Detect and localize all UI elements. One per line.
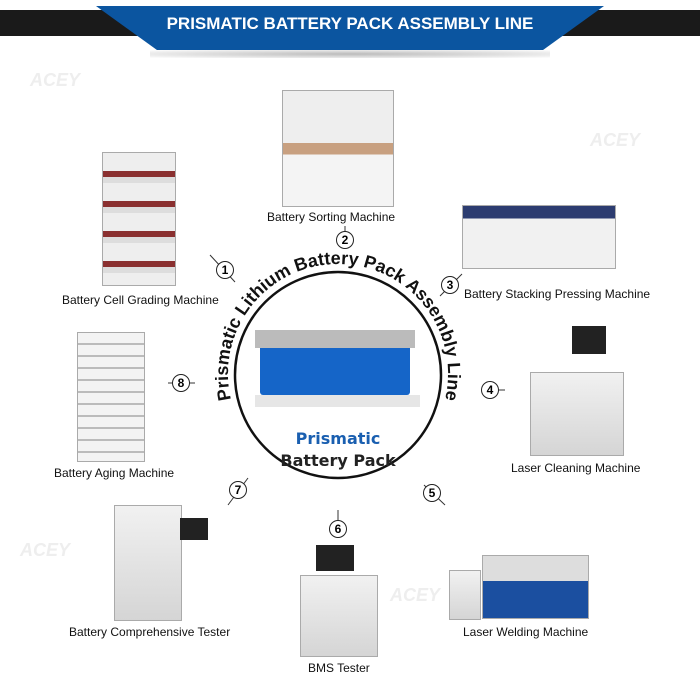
step-number-5: 5 bbox=[423, 484, 441, 502]
step-label-8: Battery Aging Machine bbox=[54, 466, 175, 480]
laser-welding-machine-image bbox=[482, 555, 589, 619]
step-label-6: BMS Tester bbox=[308, 661, 370, 675]
battery-pack-image bbox=[260, 340, 410, 395]
header-banner bbox=[96, 6, 604, 50]
step-number-4: 4 bbox=[481, 381, 499, 399]
comprehensive-tester-image bbox=[114, 505, 182, 621]
step-label-3: Battery Stacking Pressing Machine bbox=[464, 287, 651, 301]
stacking-pressing-machine-image bbox=[462, 205, 616, 269]
step-number-8: 8 bbox=[172, 374, 190, 392]
step-number-7: 7 bbox=[229, 481, 247, 499]
chiller-image bbox=[449, 570, 481, 620]
step-label-1: Battery Cell Grading Machine bbox=[62, 293, 219, 307]
watermark: ACEY bbox=[30, 70, 81, 90]
step-label-5: Laser Welding Machine bbox=[463, 625, 589, 639]
watermark: ACEY bbox=[590, 130, 641, 150]
page-title: PRISMATIC BATTERY PACK ASSEMBLY LINE bbox=[166, 14, 534, 33]
step-label-2: Battery Sorting Machine bbox=[267, 210, 396, 224]
step-label-7: Battery Comprehensive Tester bbox=[69, 625, 231, 639]
aging-machine-image bbox=[77, 332, 145, 462]
sorting-machine-image bbox=[282, 90, 394, 207]
banner-shadow bbox=[150, 50, 550, 58]
step-number-3: 3 bbox=[441, 276, 459, 294]
watermark: ACEY bbox=[20, 540, 71, 560]
center-line2: Battery Pack bbox=[280, 451, 396, 470]
step-number-1: 1 bbox=[216, 261, 234, 279]
bms-tester-image bbox=[300, 575, 378, 657]
bms-monitor-image bbox=[316, 545, 354, 571]
step-label-4: Laser Cleaning Machine bbox=[511, 461, 641, 475]
step-number-6: 6 bbox=[329, 520, 347, 538]
laser-cleaning-machine-image bbox=[530, 372, 624, 456]
tester-monitor-image bbox=[180, 518, 208, 540]
monitor-image bbox=[572, 326, 606, 354]
watermark: ACEY bbox=[390, 585, 441, 605]
cell-grading-machine-image bbox=[102, 152, 176, 286]
step-number-2: 2 bbox=[336, 231, 354, 249]
center-line1: Prismatic bbox=[296, 429, 381, 448]
